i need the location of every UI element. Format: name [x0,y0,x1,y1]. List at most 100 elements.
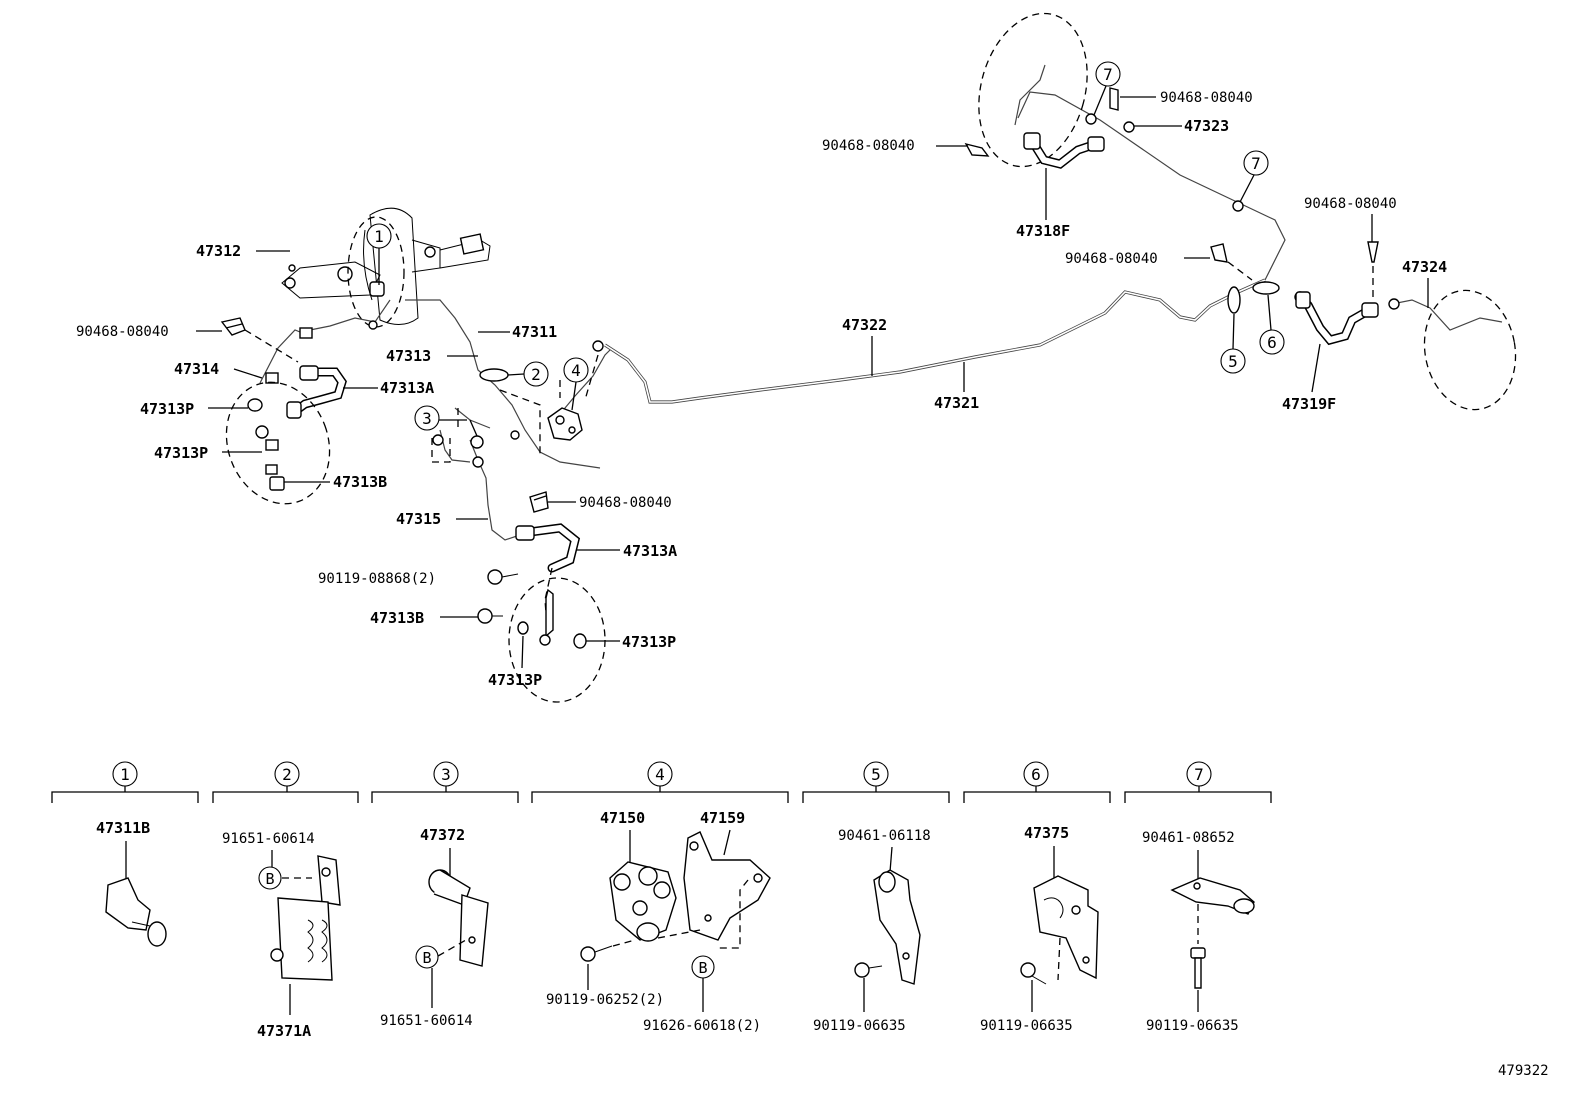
svg-text:B: B [698,959,707,977]
svg-text:4: 4 [571,361,581,380]
label-47313P-4: 47313P [488,635,542,689]
svg-text:47313B: 47313B [370,609,424,627]
callout-7: 7 [1239,150,1269,203]
svg-text:47313P: 47313P [622,633,676,651]
inset-bracket-6: 6 [963,761,1111,803]
svg-text:91651-60614: 91651-60614 [222,831,315,847]
svg-text:1: 1 [120,765,130,784]
svg-text:90119-08868(2): 90119-08868(2) [318,571,436,587]
svg-text:90468-08040: 90468-08040 [76,324,169,340]
svg-text:47318F: 47318F [1016,222,1070,240]
inset-bracket-5: 5 [802,761,950,803]
svg-text:7: 7 [1103,65,1113,84]
brake-booster [281,207,491,328]
svg-text:47371A: 47371A [257,1022,311,1040]
svg-text:4: 4 [655,765,665,784]
label-90468-08040-top-a: 90468-08040 [1120,90,1253,106]
label-90468-08040-rear: 90468-08040 [1065,251,1210,267]
svg-text:47319F: 47319F [1282,395,1336,413]
label-47312: 47312 [196,242,290,260]
svg-text:91626-60618(2): 91626-60618(2) [643,1018,761,1034]
flex-hose-rear-left [1023,132,1105,169]
svg-text:47313B: 47313B [333,473,387,491]
svg-text:7: 7 [1194,765,1204,784]
inset-bracket-7: 7 [1124,761,1272,803]
svg-text:47159: 47159 [700,809,745,827]
svg-text:47324: 47324 [1402,258,1447,276]
callout-6: 6 [1259,294,1285,355]
clip-icon [1210,243,1228,263]
tube-47322-47321 [604,278,1266,404]
svg-text:47150: 47150 [600,809,645,827]
svg-text:B: B [265,870,274,888]
label-47313: 47313 [386,347,478,365]
inset-4-bracket-47159: 47159 B 91626-60618(2) [643,809,771,1034]
callout-1: 1 [366,223,392,285]
label-47319F: 47319F [1282,343,1336,413]
svg-text:47314: 47314 [174,360,219,378]
clip-icon [529,491,549,513]
svg-text:47322: 47322 [842,316,887,334]
svg-text:5: 5 [871,765,881,784]
inset-bracket-4: 4 [531,761,789,803]
label-47313P-3: 47313P [586,633,676,651]
inset-5-clamp: 90461-06118 90119-06635 [813,828,931,1034]
clip-icon [220,317,246,336]
svg-text:2: 2 [282,765,292,784]
inset-7-clip: 90461-08652 90119-06635 [1142,830,1255,1034]
tube-47314 [259,329,301,384]
svg-text:7: 7 [1251,154,1261,173]
bolt-icon [1190,947,1206,989]
svg-text:47313A: 47313A [623,542,677,560]
inset-1-part-47311B: 47311B [96,819,167,947]
svg-text:90468-08040: 90468-08040 [579,495,672,511]
svg-text:47313A: 47313A [380,379,434,397]
svg-text:B: B [422,949,431,967]
svg-text:90119-06635: 90119-06635 [980,1018,1073,1034]
svg-text:1: 1 [374,227,384,246]
proportioning-valve [547,407,583,441]
svg-text:3: 3 [441,765,451,784]
callout-5: 5 [1220,313,1246,374]
svg-text:5: 5 [1228,352,1238,371]
svg-text:2: 2 [531,365,541,384]
svg-text:47313P: 47313P [488,671,542,689]
svg-text:91651-60614: 91651-60614 [380,1013,473,1029]
svg-text:6: 6 [1031,765,1041,784]
svg-text:90461-06118: 90461-06118 [838,828,931,844]
svg-text:47372: 47372 [420,826,465,844]
bolt-icon [854,962,883,978]
svg-text:47311B: 47311B [96,819,150,837]
label-47313B-2: 47313B [370,609,478,627]
svg-text:47312: 47312 [196,242,241,260]
bolt-icon [477,608,503,624]
label-47315: 47315 [396,510,488,528]
inset-bracket-1: 1 [51,761,199,803]
clip-icon [964,142,990,157]
tube-47311 [405,299,601,469]
svg-text:47313: 47313 [386,347,431,365]
label-47318F: 47318F [1016,168,1070,240]
callout-7: 7 [1093,61,1121,116]
figure-id: 479322 [1498,1063,1549,1079]
label-47313P-1: 47313P [140,400,248,418]
inset-bracket-2: 2 [212,761,359,803]
svg-text:90468-08040: 90468-08040 [1304,196,1397,212]
bolt-icon [1020,962,1047,985]
flex-hose-rear-right [1295,291,1379,346]
label-90468-08040-left: 90468-08040 [76,324,222,340]
inset-4-valve-47150: 47150 90119-06252(2) [546,809,677,1008]
label-47313A-left: 47313A [343,379,434,397]
inset-2-clamp-47371A: 91651-60614 B 47371A [222,831,341,1040]
bolt-icon [487,569,519,585]
label-47322: 47322 [842,316,887,376]
svg-text:90468-08040: 90468-08040 [1160,90,1253,106]
svg-text:90468-08040: 90468-08040 [822,138,915,154]
svg-text:90468-08040: 90468-08040 [1065,251,1158,267]
label-47314: 47314 [174,360,263,379]
label-47313A-right: 47313A [576,542,677,560]
svg-text:6: 6 [1267,333,1277,352]
svg-text:90119-06252(2): 90119-06252(2) [546,992,664,1008]
callout-3: 3 [414,405,484,449]
